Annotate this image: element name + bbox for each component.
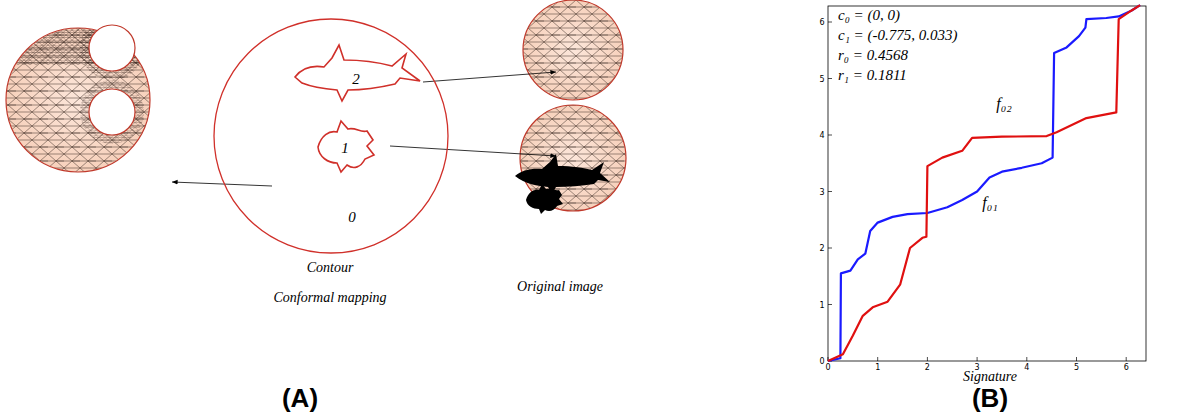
- panel-label: (A): [282, 383, 318, 414]
- tick-label: 3: [975, 363, 980, 372]
- parameter-text: c₁ = (-0.775, 0.033): [838, 27, 957, 44]
- domain-circle: 0 2 1: [212, 17, 450, 255]
- tick-label: 2: [819, 244, 824, 253]
- tick-label: 2: [925, 363, 930, 372]
- tick-label: 5: [819, 74, 824, 83]
- region-number: 1: [341, 140, 349, 157]
- signature-curve: [828, 5, 1140, 361]
- curve-label: f₀₁: [982, 194, 998, 212]
- axis-title: Signature: [963, 369, 1017, 385]
- tick-label: 1: [875, 363, 880, 372]
- annulus-mesh: [6, 16, 150, 172]
- parameter-text: r₁ = 0.1811: [838, 67, 907, 84]
- tick-label: 0: [825, 363, 830, 372]
- tick-label: 0: [819, 357, 824, 366]
- parameter-text: c₀ = (0, 0): [838, 7, 900, 24]
- tick-label: 6: [1124, 363, 1129, 372]
- panel-label: (B): [972, 383, 1008, 414]
- tick-label: 5: [1074, 363, 1079, 372]
- signature-curve: [828, 5, 1140, 361]
- caption-text: Original image: [517, 279, 603, 295]
- tick-label: 4: [1024, 363, 1029, 372]
- domain-circle-outline: [212, 17, 450, 255]
- plot-frame: [828, 6, 1146, 361]
- caption-text: Contour: [307, 260, 354, 276]
- region-number: 0: [348, 209, 356, 226]
- parameter-text: r₀ = 0.4568: [838, 47, 908, 64]
- tick-label: 1: [819, 300, 824, 309]
- caption-text: Conformal mapping: [273, 290, 386, 306]
- curve-label: f₀₂: [996, 95, 1012, 113]
- tick-label: 3: [819, 187, 824, 196]
- silhouette: [515, 154, 610, 214]
- fish-contour: 1: [314, 117, 378, 175]
- tick-label: 6: [819, 18, 824, 27]
- shark-contour: 2: [292, 37, 424, 109]
- tick-label: 4: [819, 131, 824, 140]
- region-number: 2: [352, 71, 360, 88]
